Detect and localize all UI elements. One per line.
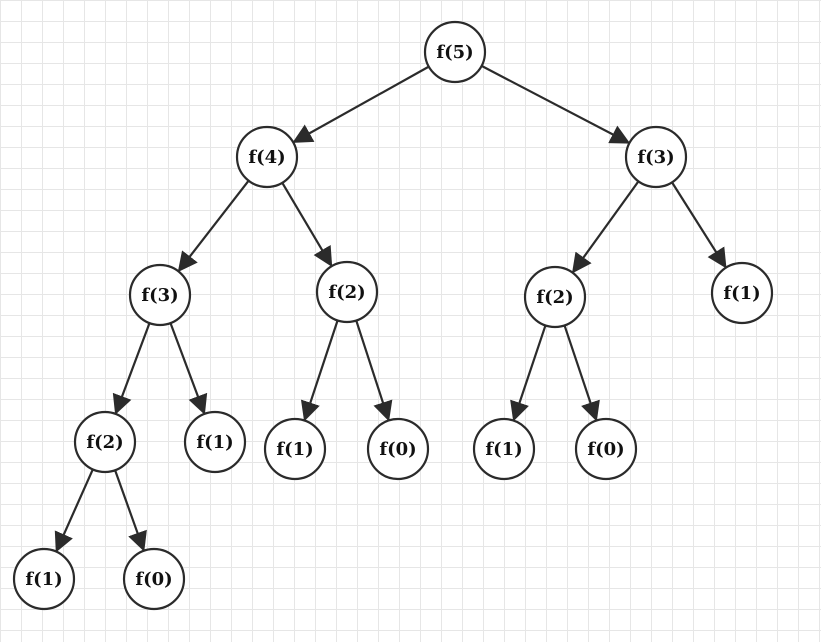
node-label: f(2) [536,287,573,308]
node-label: f(4) [248,147,285,168]
edge-arrow-n2-n5 [281,182,333,268]
node-label: f(1) [196,432,233,453]
node-circle [523,265,587,329]
node-circle [315,260,379,324]
node-label: f(1) [25,569,62,590]
node-label: f(0) [379,439,416,460]
tree-node-n4: f(3) [128,263,192,327]
edge-arrow-n8-n14 [54,468,94,553]
tree-node-n12: f(1) [472,417,536,481]
node-circle [423,20,487,84]
node-label: f(2) [86,432,123,453]
node-label: f(3) [637,147,674,168]
tree-node-n3: f(3) [624,125,688,189]
node-label: f(0) [587,439,624,460]
tree-node-n10: f(1) [263,417,327,481]
node-circle [366,417,430,481]
node-circle [12,547,76,611]
edge-arrow-n5-n10 [300,320,339,422]
edges-layer [54,64,727,553]
tree-node-n1: f(5) [423,20,487,84]
node-label: f(5) [436,42,473,63]
node-circle [122,547,186,611]
node-label: f(3) [141,285,178,306]
node-circle [128,263,192,327]
edge-arrow-n4-n8 [112,322,151,415]
tree-node-n2: f(4) [235,125,299,189]
node-circle [624,125,688,189]
node-label: f(1) [723,283,760,304]
tree-node-n14: f(1) [12,547,76,611]
node-label: f(2) [328,282,365,303]
node-circle [183,410,247,474]
edge-arrow-n3-n7 [671,181,727,269]
tree-node-n11: f(0) [366,417,430,481]
node-circle [472,417,536,481]
tree-node-n15: f(0) [122,547,186,611]
edge-arrow-n8-n15 [114,469,147,552]
tree-node-n8: f(2) [73,410,137,474]
node-circle [73,410,137,474]
edge-arrow-n1-n2 [292,65,430,143]
edge-arrow-n1-n3 [481,64,631,144]
node-circle [710,261,774,325]
edge-arrow-n6-n12 [510,325,547,422]
edge-arrow-n3-n6 [571,180,640,274]
node-circle [574,417,638,481]
edge-arrow-n4-n9 [169,322,208,415]
node-label: f(1) [485,439,522,460]
tree-node-n9: f(1) [183,410,247,474]
node-label: f(1) [276,439,313,460]
tree-node-n5: f(2) [315,260,379,324]
nodes-layer: f(5) f(4) f(3) f(3) f(2) f(2) f(1) f(2) f(1) f(1)… [12,20,774,611]
edge-arrow-n5-n11 [355,320,393,422]
node-circle [235,125,299,189]
node-label: f(0) [135,569,172,590]
tree-node-n6: f(2) [523,265,587,329]
edge-arrow-n2-n4 [177,180,250,273]
node-circle [263,417,327,481]
tree-node-n7: f(1) [710,261,774,325]
edge-arrow-n6-n13 [563,325,600,422]
tree-node-n13: f(0) [574,417,638,481]
